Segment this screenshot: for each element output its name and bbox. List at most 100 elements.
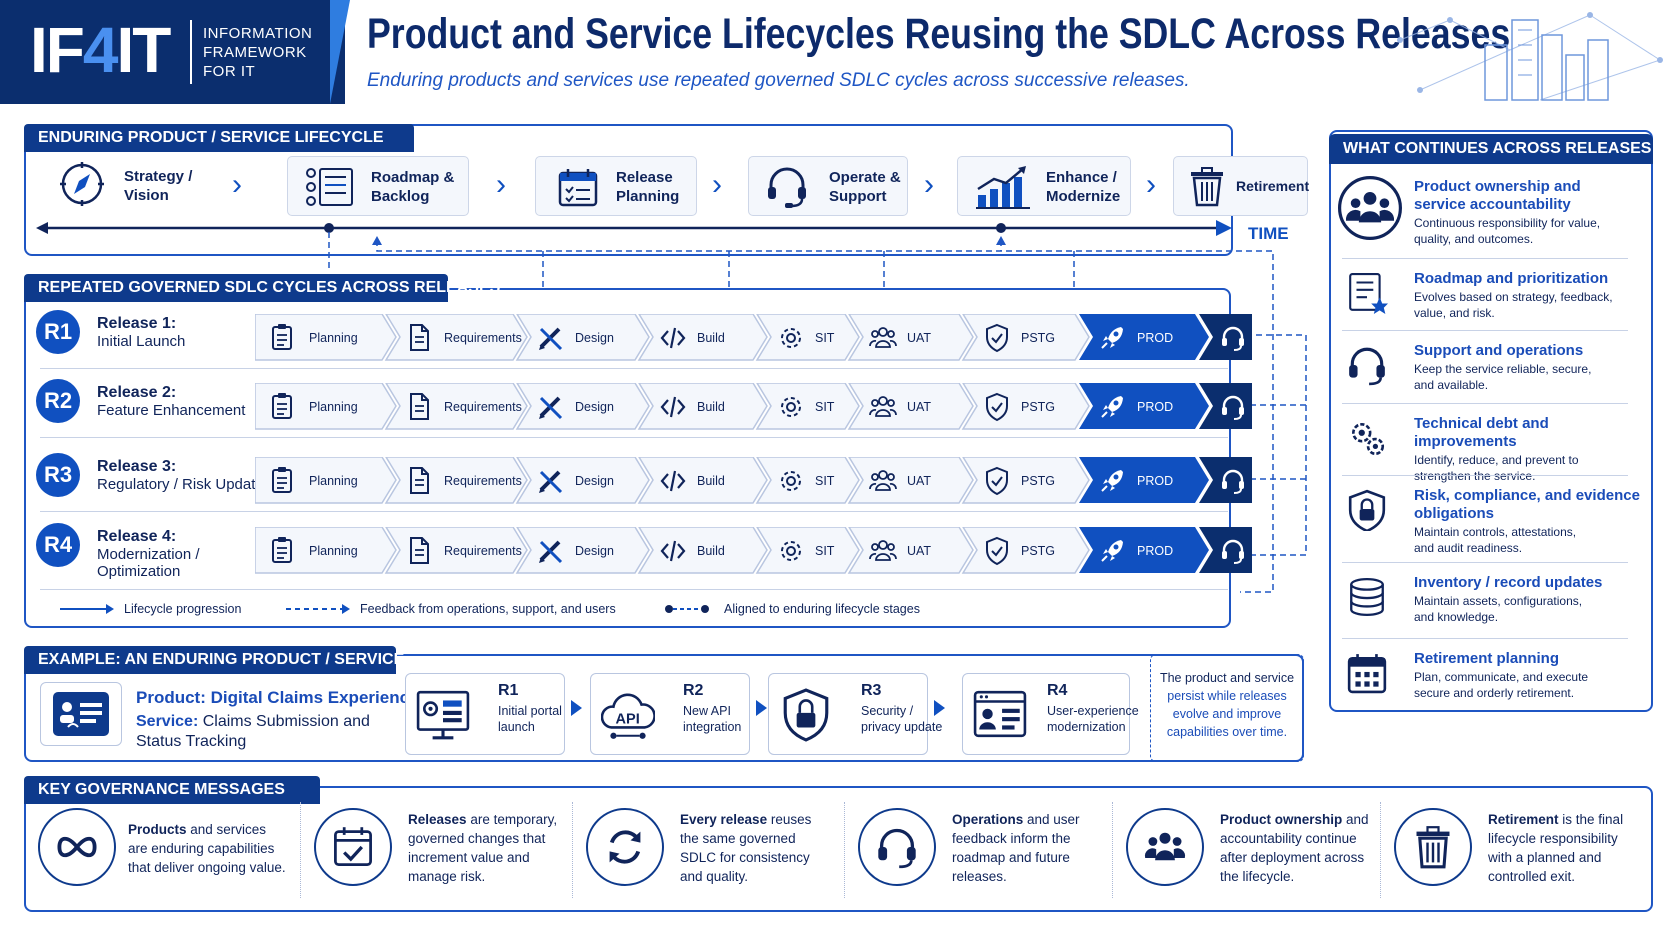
phase-pstg: PSTG	[961, 383, 1090, 430]
stage-enhance: Enhance /Modernize	[957, 156, 1131, 216]
cycle-icon	[609, 830, 641, 864]
service-value: Claims Submission and	[202, 713, 370, 730]
product-label: Product:	[136, 688, 206, 707]
phase-label: Design	[575, 474, 614, 488]
phase-label: Build	[697, 544, 725, 558]
governance-message: Releases are temporary,governed changes …	[314, 806, 576, 902]
shield-check-icon	[986, 392, 1008, 422]
api-cloud-icon: API	[601, 693, 655, 739]
time-label: TIME	[1248, 224, 1289, 243]
code-icon	[660, 327, 686, 349]
phase-label: Requirements	[444, 331, 522, 345]
example-release-desc: User-experience	[1047, 704, 1139, 718]
calendar-icon	[1347, 654, 1387, 694]
phase-build: Build	[637, 457, 768, 504]
infinity-icon	[57, 836, 97, 858]
continues-title: WHAT CONTINUES ACROSS RELEASES	[1329, 134, 1653, 164]
persist-note: The product and service persist while re…	[1150, 654, 1304, 762]
stage-strategy: Strategy /Vision	[58, 158, 248, 214]
phase-label: PROD	[1137, 400, 1173, 414]
pencil-ruler-icon	[539, 470, 563, 494]
phase-label: Planning	[309, 544, 358, 558]
product-card: Product: Digital Claims Experience Servi…	[40, 682, 419, 752]
logo-wordmark: IF4IT	[30, 14, 171, 86]
continues-item: Product ownership and service accountabi…	[1338, 176, 1648, 250]
lock-shield-icon	[1348, 489, 1386, 531]
release-badge: R2	[36, 379, 80, 423]
phase-sit: SIT	[755, 383, 860, 430]
phase-chevron	[637, 314, 768, 361]
page-title: Product and Service Lifecycles Reusing t…	[367, 10, 1511, 58]
phase-requirements: Requirements	[384, 527, 528, 574]
continues-item-desc: Maintain assets, configurations,	[1414, 594, 1583, 608]
governance-icon-circle	[1126, 808, 1204, 886]
release-title: Release 1:	[97, 315, 177, 332]
legend-aligned: Aligned to enduring lifecycle stages	[724, 602, 920, 616]
phase-chevron	[847, 314, 974, 361]
shield-check-icon	[986, 466, 1008, 496]
phase-design: Design	[515, 527, 650, 574]
gear-icon	[781, 397, 801, 417]
continues-item-title: Roadmap and prioritization	[1414, 270, 1609, 287]
rocket-icon	[1101, 327, 1123, 349]
governance-panel	[24, 786, 1653, 912]
stage-operate-support: Operate &Support	[748, 156, 908, 216]
phase-prod: PROD	[1079, 457, 1209, 503]
phase-label: PSTG	[1021, 400, 1055, 414]
continues-item: Support and operations Keep the service …	[1338, 340, 1648, 414]
headset-w-icon	[1222, 539, 1244, 564]
example-release-label: R2	[683, 682, 704, 699]
continues-item-desc: Evolves based on strategy, feedback,	[1414, 290, 1613, 304]
users-icon	[869, 396, 897, 417]
stage-roadmap: Roadmap &Backlog	[287, 156, 469, 216]
phase-label: PROD	[1137, 331, 1173, 345]
lifecycle-title: ENDURING PRODUCT / SERVICE LIFECYCLE	[24, 124, 414, 152]
phase-chevron	[1079, 457, 1209, 503]
chevron-right-icon: ›	[712, 168, 722, 201]
phase-uat: UAT	[847, 457, 974, 504]
phase-chevron	[755, 314, 860, 361]
chevron-right-icon: ›	[232, 168, 242, 201]
gear-icon	[781, 328, 801, 348]
governance-icon-circle	[314, 808, 392, 886]
headset-w-icon	[1222, 395, 1244, 420]
phase-label: Planning	[309, 474, 358, 488]
phase-chevron	[847, 527, 974, 574]
product-value: Digital Claims Experience	[210, 688, 419, 707]
phase-build: Build	[637, 383, 768, 430]
release-subtitle: Feature Enhancement	[97, 402, 246, 419]
shield-check-icon	[986, 323, 1008, 353]
release-badge: R1	[36, 310, 80, 354]
phase-requirements: Requirements	[384, 314, 528, 361]
page-subtitle: Enduring products and services use repea…	[367, 70, 1190, 91]
phase-build: Build	[637, 527, 768, 574]
ux-window-icon	[973, 690, 1027, 738]
gear-icon	[781, 541, 801, 561]
compass-icon	[60, 162, 104, 206]
gears-icon	[1352, 423, 1385, 456]
release-subtitle: Initial Launch	[97, 333, 186, 350]
phase-prod: PROD	[1079, 527, 1209, 573]
phase-planning: Planning	[255, 383, 397, 430]
team-icon	[1338, 176, 1402, 240]
code-icon	[660, 470, 686, 492]
clipboard-icon	[272, 324, 292, 350]
calendar-icon	[558, 169, 598, 207]
phase-chevron	[847, 457, 974, 504]
phase-chevron	[755, 383, 860, 430]
phase-label: PROD	[1137, 474, 1173, 488]
list-icon	[306, 168, 353, 206]
continues-item-title: Support and operations	[1414, 342, 1584, 359]
continues-item: Technical debt and improvements Identify…	[1338, 413, 1648, 487]
phase-build: Build	[637, 314, 768, 361]
continues-item-title: Product ownership and	[1414, 178, 1581, 195]
phase-label: PROD	[1137, 544, 1173, 558]
users-icon	[869, 327, 897, 348]
portal-icon	[416, 690, 470, 740]
stage-retirement: Retirement	[1173, 156, 1309, 216]
